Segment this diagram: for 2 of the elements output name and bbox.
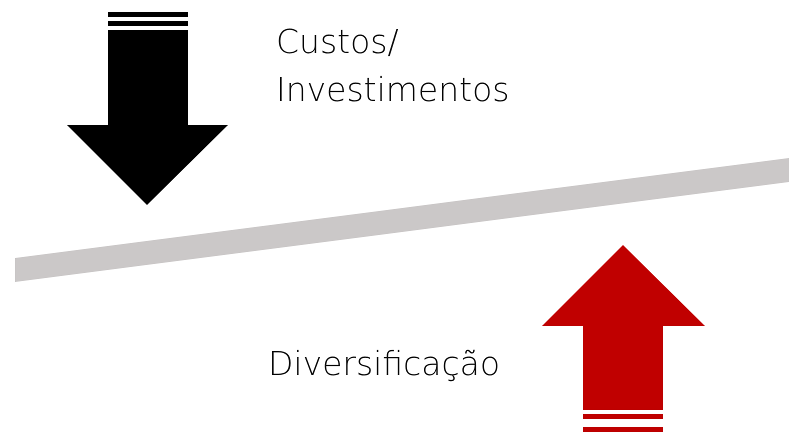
label-text: Diversificação bbox=[268, 343, 502, 385]
label-text: Custos/ Investimentos bbox=[276, 21, 510, 111]
